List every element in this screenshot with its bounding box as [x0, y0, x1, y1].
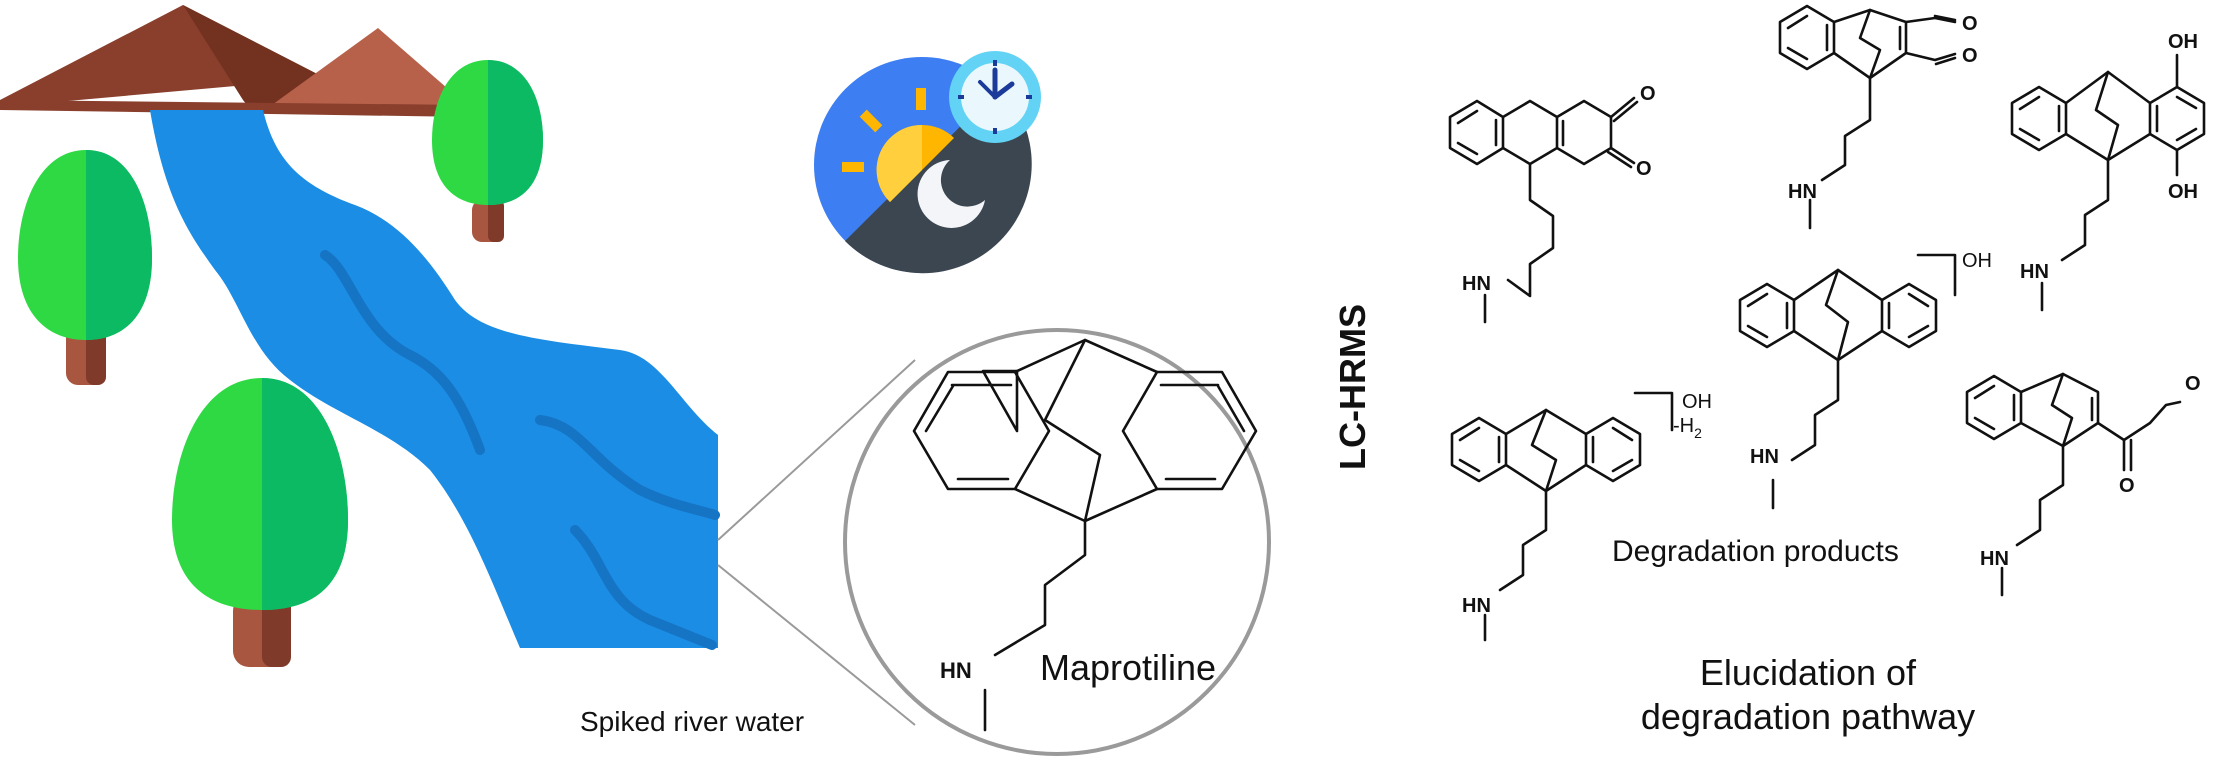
oxygen-label: O: [2185, 373, 2201, 395]
maprotiline-structure: [912, 338, 1258, 732]
maprotiline-label: Maprotiline: [1040, 647, 1216, 688]
degradation-product-6: [1965, 372, 2182, 597]
mountain-right-icon: [265, 28, 470, 110]
tree-icon: [172, 378, 348, 667]
magnifier-circle-icon: [717, 328, 1271, 756]
lc-hrms-label: LC-HRMS: [1332, 304, 1373, 470]
amine-label: HN: [940, 658, 972, 683]
amine-label: HN: [2020, 261, 2049, 283]
amine-label: HN: [1788, 181, 1817, 203]
minus-h2-label: -H2: [1673, 415, 1702, 441]
hydroxyl-label: OH: [1682, 391, 1712, 413]
oxygen-label: O: [1962, 13, 1978, 35]
hydroxyl-label: OH: [2168, 181, 2198, 203]
tree-icon: [18, 150, 152, 385]
degradation-product-4: [1738, 253, 1957, 510]
oxygen-label: O: [1640, 83, 1656, 105]
amine-label: HN: [1462, 273, 1491, 295]
hydroxyl-label: OH: [2168, 31, 2198, 53]
oxygen-label: O: [1636, 158, 1652, 180]
degradation-products-label: Degradation products: [1612, 535, 1899, 568]
oxygen-label: O: [1962, 45, 1978, 67]
degradation-product-3: [2010, 53, 2206, 312]
tree-icon: [432, 60, 543, 242]
spiked-river-water-label: Spiked river water: [580, 706, 804, 737]
degradation-product-1: [1448, 96, 1639, 324]
oxygen-label: O: [2119, 475, 2135, 497]
amine-label: HN: [1462, 595, 1491, 617]
hydroxyl-label: OH: [1962, 250, 1992, 272]
amine-label: HN: [1750, 446, 1779, 468]
amine-label: HN: [1980, 548, 2009, 570]
day-night-clock-icon: [814, 51, 1041, 274]
river-icon: [150, 110, 718, 648]
mountain-left-shade: [183, 5, 325, 115]
degradation-product-2: [1778, 4, 1957, 230]
elucidation-title-line1: Elucidation of: [1700, 652, 1917, 693]
river-landscape-icon: [0, 5, 720, 667]
elucidation-title-line2: degradation pathway: [1641, 696, 1975, 737]
degradation-product-5: [1450, 391, 1674, 642]
